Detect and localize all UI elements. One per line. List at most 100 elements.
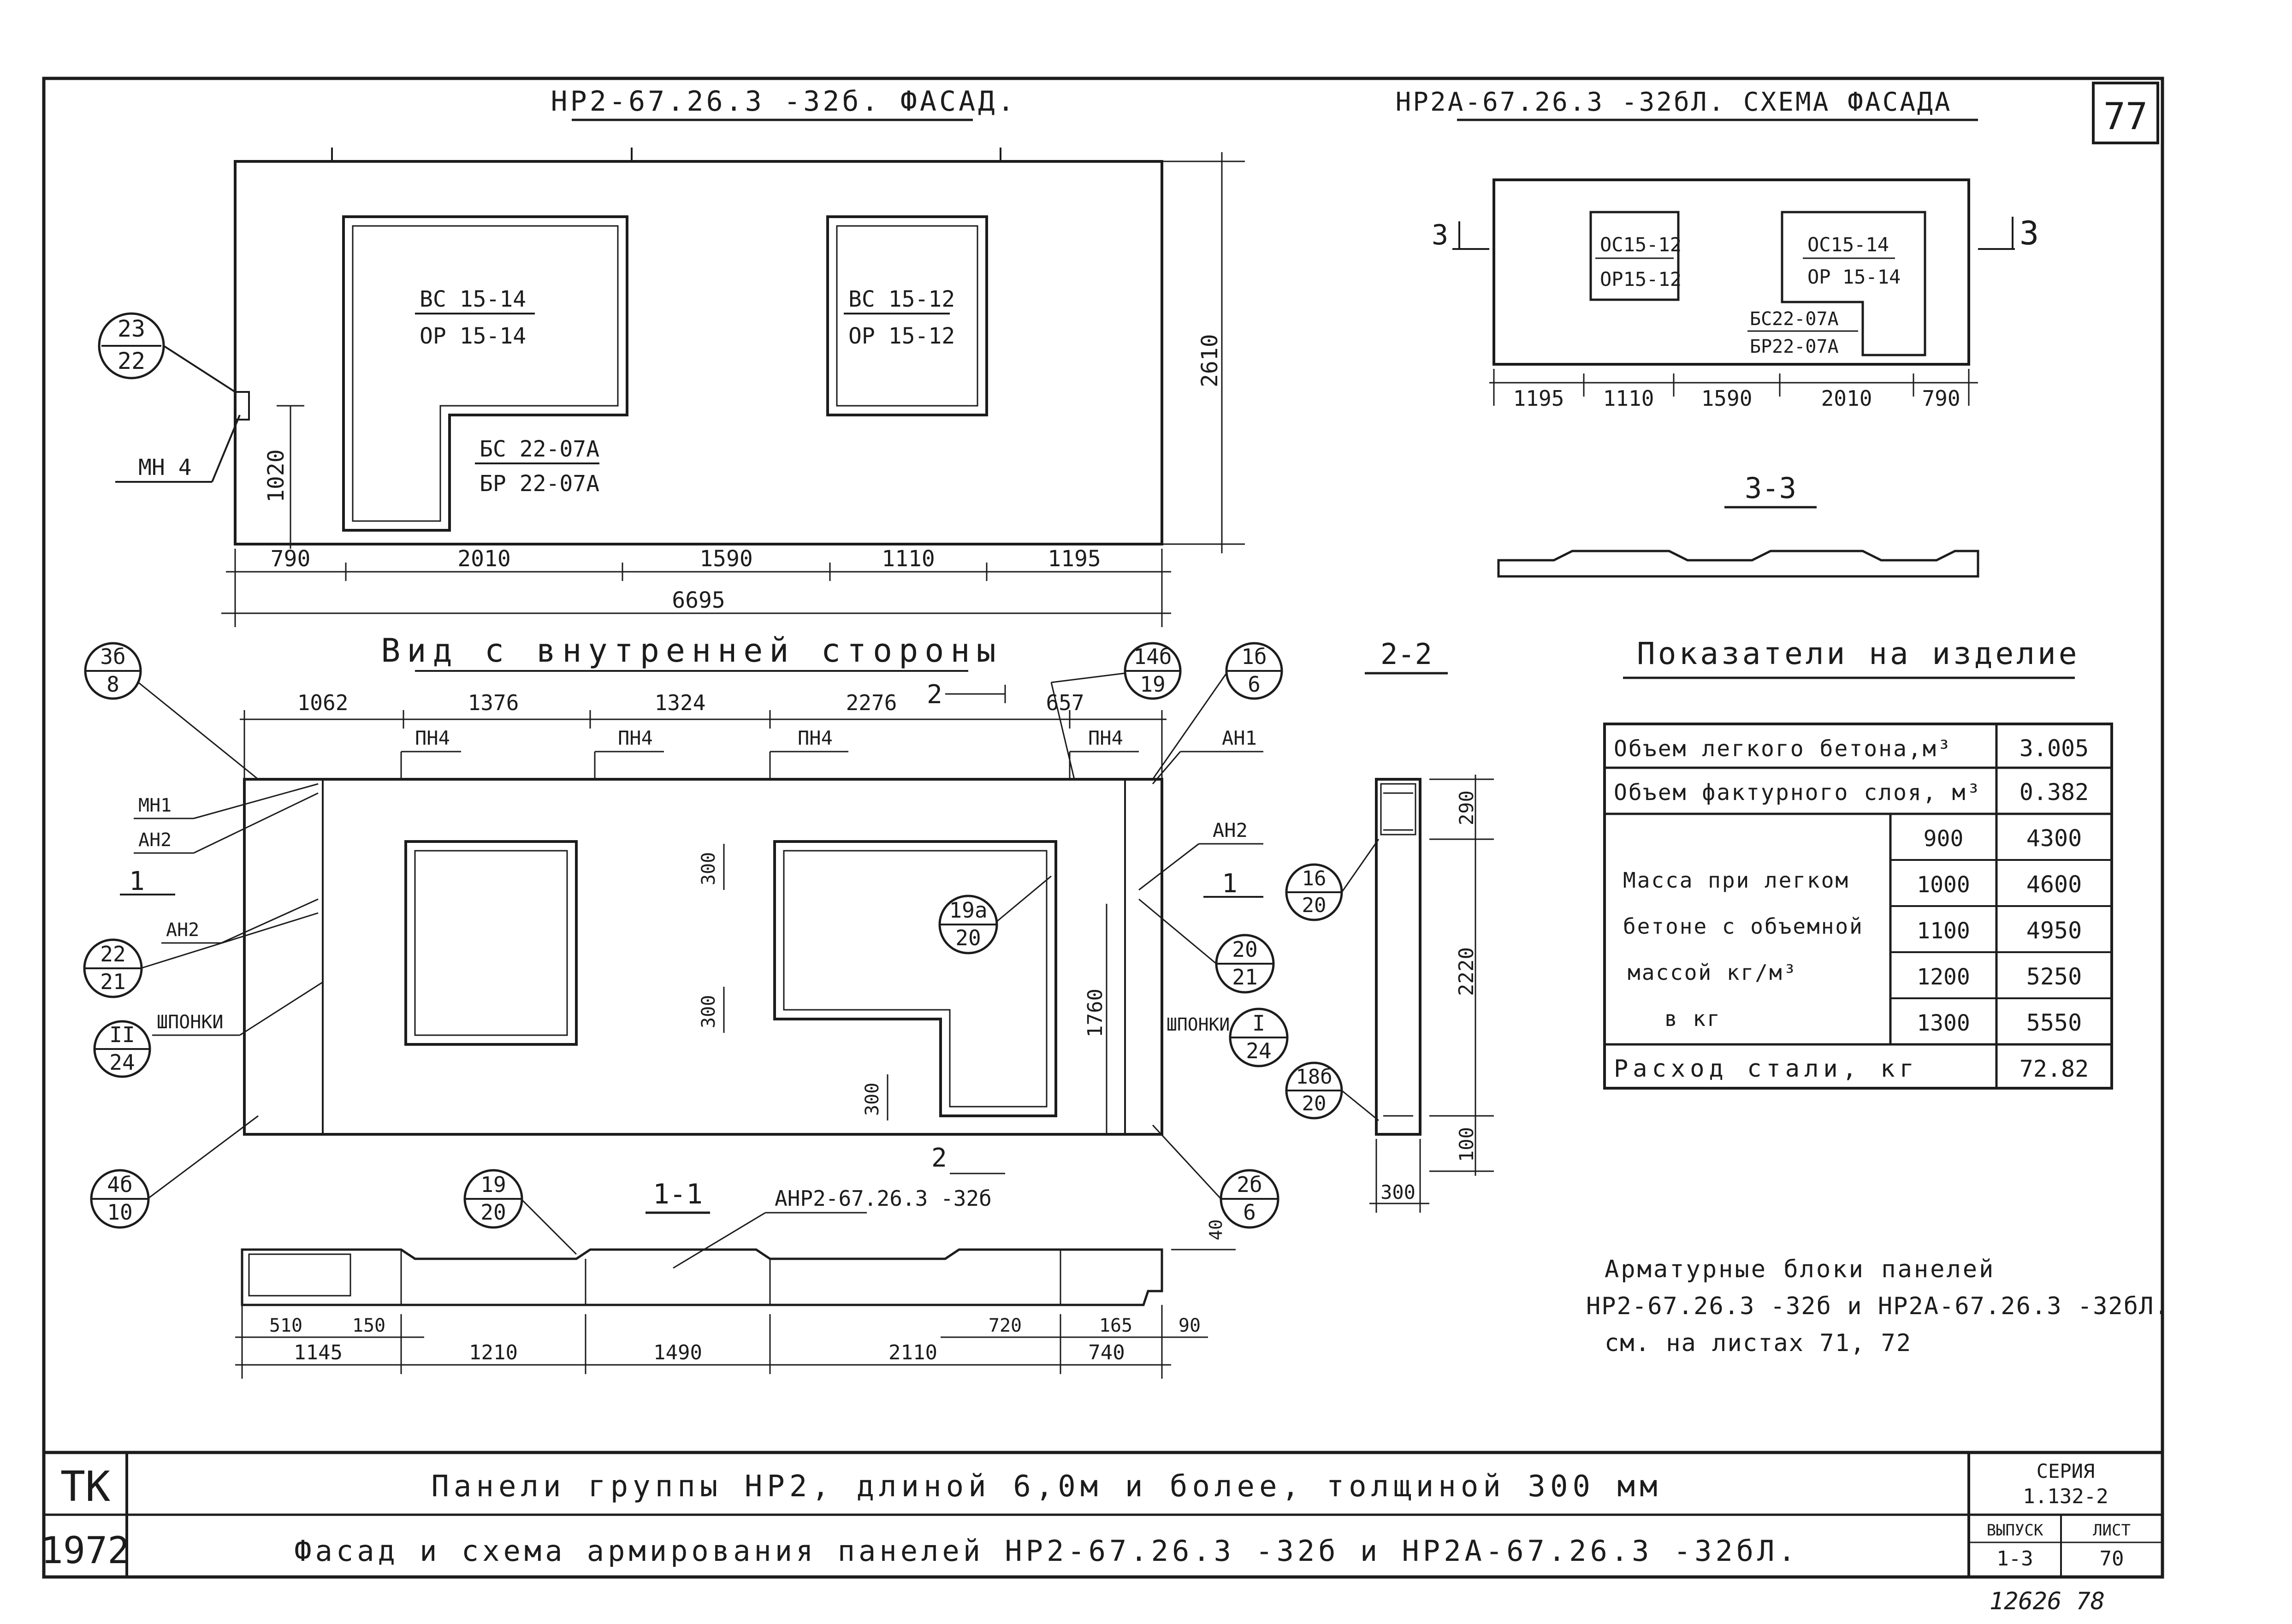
- svg-text:БС22-07А: БС22-07А: [1750, 308, 1839, 330]
- note-line-2: НР2-67.26.3 -32б и НР2А-67.26.3 -32бЛ.: [1586, 1292, 2170, 1320]
- callout-20-21: 20 21: [1138, 898, 1275, 994]
- inner-height-1760: 1760: [1084, 989, 1107, 1037]
- section-1-1-dim-740: 740: [1088, 1341, 1125, 1364]
- facade-window-left-mark-1: ВС 15-14: [420, 286, 526, 312]
- inner-dim-300-2: 300: [698, 995, 719, 1028]
- svg-text:20: 20: [1232, 937, 1257, 962]
- scheme-section-mark-right: 3: [2020, 214, 2039, 252]
- svg-text:19а: 19а: [949, 898, 987, 923]
- mass-density-5: 1300: [1917, 1010, 1970, 1036]
- section-1-1-dim-720: 720: [989, 1315, 1022, 1336]
- facade-dim-4: 1110: [882, 546, 935, 572]
- series-value: 1.132-2: [2023, 1485, 2108, 1508]
- row-volume-light-label: Объем легкого бетона,м³: [1614, 736, 1952, 762]
- facade-dim-3: 1590: [699, 546, 753, 572]
- callout-4b-10: 4б 10: [90, 1115, 259, 1229]
- scheme-panel: [1492, 178, 1970, 366]
- section-2-2-title: 2-2: [1380, 637, 1432, 671]
- inner-section-mark-1-left: 1: [129, 866, 145, 896]
- org-code: ТК: [60, 1463, 110, 1511]
- label-mn4: МН 4: [138, 455, 192, 480]
- svg-text:19: 19: [1140, 672, 1165, 697]
- label-pn4-1: ПН4: [415, 727, 450, 749]
- title-block: [44, 1451, 2162, 1577]
- issue-label: ВЫПУСК: [1987, 1521, 2043, 1540]
- mass-value-3: 4950: [2026, 917, 2082, 944]
- sheet-frame: [42, 77, 2164, 1579]
- section-1-1-dim-510: 510: [269, 1315, 302, 1336]
- svg-text:II: II: [109, 1022, 135, 1047]
- callout-18b-20: 18б 20: [1285, 1061, 1379, 1121]
- svg-text:14б: 14б: [1133, 644, 1172, 669]
- scheme-section-mark-left: 3: [1432, 219, 1448, 251]
- title-line-2: Фасад и схема армирования панелей НР2-67…: [294, 1534, 1799, 1568]
- inner-section-mark-2-bottom: 2: [931, 1143, 947, 1173]
- callout-2b-6: 2б 6: [1152, 1124, 1279, 1229]
- facade-door-mark-2: БР 22-07А: [480, 471, 599, 497]
- section-2-2-dim-290: 290: [1455, 790, 1478, 825]
- svg-text:4б: 4б: [107, 1172, 132, 1197]
- section-1-1-dim-40: 40: [1206, 1219, 1226, 1240]
- mass-density-1: 900: [1924, 826, 1964, 852]
- indicators-table: [1603, 723, 2113, 1090]
- mass-label-2: бетоне с объемной: [1623, 914, 1864, 939]
- title-line-1: Панели группы НР2, длиной 6,0м и более, …: [431, 1470, 1662, 1504]
- scheme-dim-2: 1110: [1603, 386, 1654, 411]
- indicators-title: Показатели на изделие: [1637, 636, 2079, 671]
- scheme-title: НР2А-67.26.3 -32бЛ. СХЕМА ФАСАДА: [1396, 87, 1952, 117]
- section-1-1-dim-2110: 2110: [888, 1341, 937, 1364]
- inner-panel: [243, 778, 1163, 1136]
- section-1-1-dim-165: 165: [1099, 1315, 1132, 1336]
- svg-text:22: 22: [118, 348, 145, 374]
- svg-text:БР22-07А: БР22-07А: [1750, 336, 1839, 357]
- mass-value-1: 4300: [2026, 825, 2082, 852]
- scheme-window-left: [1589, 211, 1680, 301]
- label-pn4-4: ПН4: [1088, 727, 1123, 749]
- label-an2-1: АН2: [138, 830, 172, 851]
- svg-text:20: 20: [1302, 1092, 1327, 1115]
- mass-density-3: 1100: [1917, 918, 1970, 944]
- mass-label-4: в кг: [1664, 1006, 1721, 1031]
- mass-label-3: массой кг/м³: [1628, 960, 1797, 985]
- svg-text:16: 16: [1302, 867, 1327, 890]
- svg-text:6: 6: [1243, 1200, 1256, 1225]
- svg-text:ОС15-14: ОС15-14: [1807, 233, 1889, 256]
- footer-number: 12626 78: [1990, 1588, 2105, 1615]
- callout-14b-19: 14б 19: [1050, 642, 1182, 780]
- facade-total-length: 6695: [672, 587, 725, 613]
- svg-text:20: 20: [955, 925, 981, 950]
- svg-text:23: 23: [118, 315, 145, 342]
- callout-1b-6: 1б 6: [1152, 642, 1283, 780]
- mass-density-2: 1000: [1917, 872, 1970, 898]
- callout-22-21: 22 21: [83, 912, 319, 998]
- section-1-1-dim-1490: 1490: [653, 1341, 702, 1364]
- svg-text:ОС15-12: ОС15-12: [1600, 233, 1682, 256]
- facade-dim-5: 1195: [1048, 546, 1101, 572]
- year: 1972: [41, 1529, 130, 1572]
- label-an1: АН1: [1222, 727, 1257, 749]
- scheme-dim-4: 2010: [1821, 386, 1872, 411]
- callout-3b-8: 3б 8: [84, 642, 259, 780]
- inner-dim-3: 1324: [655, 690, 706, 715]
- section-1-1-dim-1145: 1145: [294, 1341, 343, 1364]
- section-1-1-dim-150: 150: [352, 1315, 385, 1336]
- label-shponki-right: ШПОНКИ: [1167, 1014, 1230, 1035]
- row-volume-facing-value: 0.382: [2020, 779, 2089, 806]
- inner-dim-300-1: 300: [698, 852, 719, 885]
- svg-text:1б: 1б: [1241, 644, 1267, 669]
- facade-height-left: 1020: [263, 449, 289, 503]
- label-mn1: МН1: [138, 795, 172, 816]
- scheme-dim-5: 790: [1922, 386, 1960, 411]
- section-1-1-dim-90: 90: [1179, 1315, 1201, 1336]
- facade-window-right-mark-2: ОР 15-12: [848, 323, 955, 349]
- mass-density-4: 1200: [1917, 964, 1970, 990]
- svg-text:6: 6: [1248, 672, 1261, 697]
- inner-dim-300-3: 300: [862, 1083, 883, 1116]
- inner-window-left: [404, 840, 578, 1046]
- inner-window-right: [773, 840, 1057, 1117]
- note-line-1: Арматурные блоки панелей: [1605, 1256, 1995, 1283]
- svg-text:21: 21: [1232, 965, 1257, 990]
- svg-text:I: I: [1252, 1011, 1265, 1036]
- svg-text:3б: 3б: [100, 644, 125, 669]
